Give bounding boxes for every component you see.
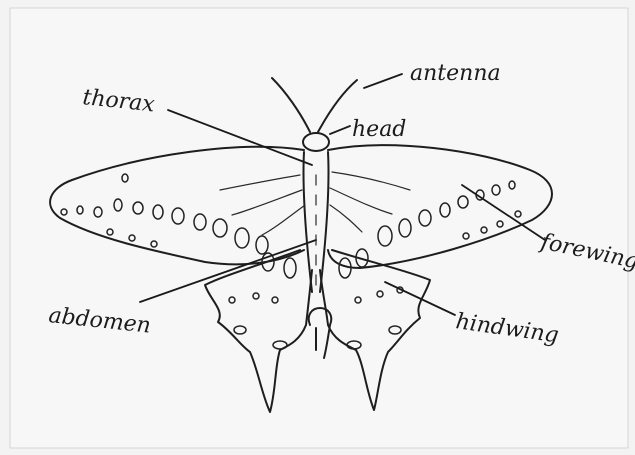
label-antenna: antenna	[410, 61, 501, 86]
label-head: head	[352, 117, 406, 142]
paper-sheet	[10, 8, 628, 448]
